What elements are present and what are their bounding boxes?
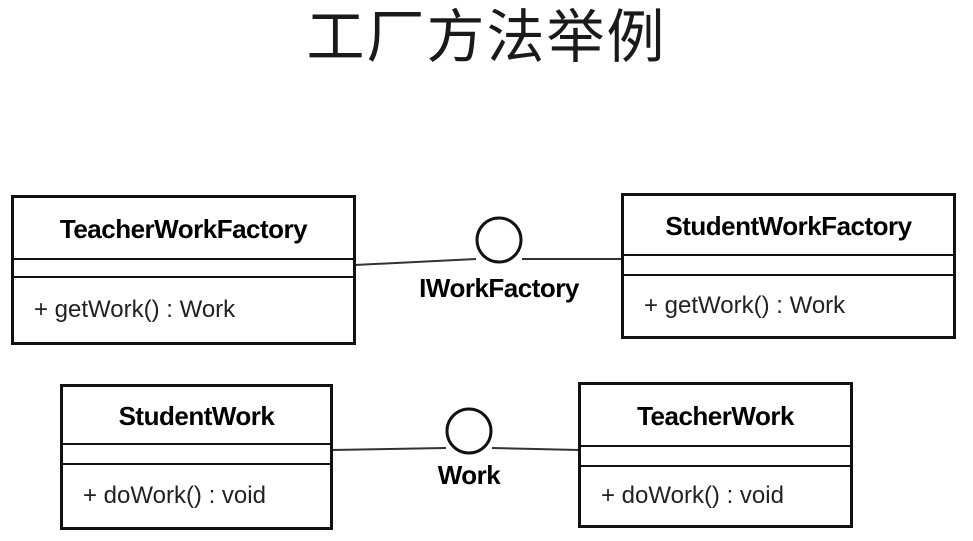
class-operation: + getWork() : Work <box>34 296 236 323</box>
iworkfactory-interface-circle <box>475 216 523 264</box>
work-to-teacher-work-line <box>491 447 580 451</box>
diagram-title: 工厂方法举例 <box>306 3 667 71</box>
class-teacher-work-factory: TeacherWorkFactory + getWork() : Work <box>11 195 356 345</box>
student-work-to-work-line <box>331 447 447 451</box>
class-name: StudentWorkFactory <box>624 196 953 256</box>
class-name: TeacherWorkFactory <box>14 198 353 260</box>
class-student-work: StudentWork + doWork() : void <box>60 384 333 530</box>
interface-label-work: Work <box>437 460 501 490</box>
class-attributes-compartment <box>14 260 353 278</box>
class-operation: + doWork() : void <box>601 482 784 509</box>
work-interface-circle <box>445 407 493 455</box>
class-name: StudentWork <box>63 387 330 445</box>
class-teacher-work: TeacherWork + doWork() : void <box>578 382 853 528</box>
class-attributes-compartment <box>63 445 330 465</box>
class-operation: + doWork() : void <box>83 482 266 509</box>
class-attributes-compartment <box>624 256 953 276</box>
class-operation: + getWork() : Work <box>644 292 846 319</box>
teacher-factory-to-iworkfactory-line <box>354 258 477 266</box>
class-student-work-factory: StudentWorkFactory + getWork() : Work <box>621 193 956 339</box>
class-name: TeacherWork <box>581 385 850 447</box>
class-attributes-compartment <box>581 447 850 467</box>
interface-label-iworkfactory: IWorkFactory <box>419 273 579 303</box>
